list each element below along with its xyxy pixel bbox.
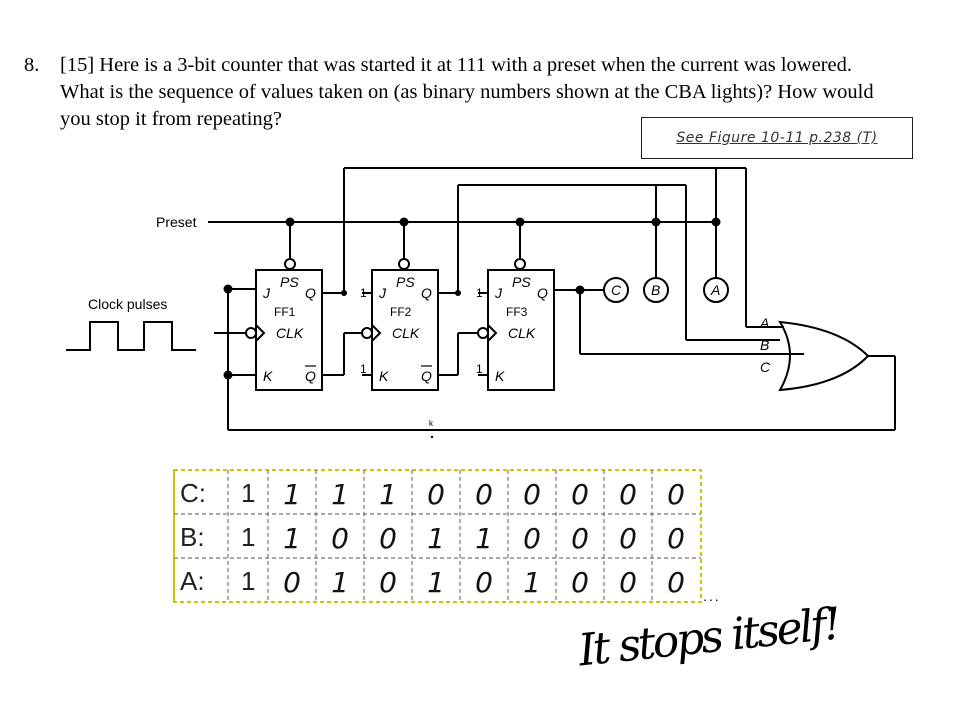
table-cell-value: 0 [619, 478, 637, 511]
ff2-k-label: K [379, 368, 389, 384]
question-number: 8. [24, 54, 40, 76]
ff2-clk-label: CLK [392, 325, 420, 341]
light-c-label: C [611, 282, 622, 298]
table-row-label: B: [180, 522, 205, 552]
table-cell-value: 0 [283, 566, 301, 599]
ff1-qbar-label: Q [305, 368, 316, 384]
table-continuation: ... [703, 588, 721, 604]
table-cell-value: 0 [619, 522, 637, 555]
gate-input-b-label: B [760, 337, 769, 353]
ff3-q-label: Q [537, 285, 548, 301]
ff2-ps-label: PS [396, 274, 415, 290]
ff2-k-one: 1 [360, 362, 367, 376]
table-cell-value: 0 [571, 522, 589, 555]
gate-input-a-label: A [759, 315, 769, 331]
table-cell-value: 0 [667, 566, 685, 599]
ff2-qbar-label: Q [421, 368, 432, 384]
table-initial-value: 1 [241, 522, 255, 552]
ff2-q-label: Q [421, 285, 432, 301]
ff1-ps-label: PS [280, 274, 299, 290]
table-cell-value: 1 [379, 478, 397, 511]
light-a-label: A [710, 282, 720, 298]
table-cell-value: 0 [571, 566, 589, 599]
ff3-k-label: K [495, 368, 505, 384]
clock-pulses-label: Clock pulses [88, 296, 167, 312]
table-cell-value: 0 [667, 478, 685, 511]
light-b-label: B [651, 282, 660, 298]
table-cell-value: 0 [475, 478, 493, 511]
ff3-j-one: 1 [476, 286, 483, 300]
ff1-k-label: K [263, 368, 273, 384]
ff2-j-label: J [378, 285, 387, 301]
table-cell-value: 0 [619, 566, 637, 599]
table-initial-value: 1 [241, 566, 255, 596]
table-cell-value: 0 [427, 478, 445, 511]
ff1-q-label: Q [305, 285, 316, 301]
ff1-clk-label: CLK [276, 325, 304, 341]
ff3-j-label: J [494, 285, 503, 301]
table-cell-value: 1 [331, 566, 349, 599]
question-text: [15] Here is a 3-bit counter that was st… [60, 54, 874, 130]
table-cell-value: 0 [379, 566, 397, 599]
table-cell-value: 1 [523, 566, 541, 599]
table-cell-value: 0 [379, 522, 397, 555]
table-cell-value: 1 [283, 478, 301, 511]
ff1-j-label: J [262, 285, 271, 301]
table-cell-value: 0 [523, 478, 541, 511]
table-cell-value: 0 [475, 566, 493, 599]
figure-reference: See Figure 10-11 p.238 (T) [641, 117, 913, 159]
tiny-mark: k [429, 419, 434, 428]
table-row-label: C: [180, 478, 206, 508]
table-cell-value: 1 [475, 522, 493, 555]
ff2-j-one: 1 [360, 286, 367, 300]
table-cell-value: 1 [427, 566, 445, 599]
table-cell-value: 0 [571, 478, 589, 511]
table-cell-value: 0 [523, 522, 541, 555]
table-cell-value: 0 [667, 522, 685, 555]
ff2-name: FF2 [390, 305, 412, 319]
preset-label: Preset [156, 214, 197, 230]
ff3-clk-label: CLK [508, 325, 536, 341]
ff3-k-one: 1 [476, 362, 483, 376]
ff1-name: FF1 [274, 305, 296, 319]
table-cell-value: 1 [427, 522, 445, 555]
gate-input-c-label: C [760, 359, 771, 375]
table-cell-value: 0 [331, 522, 349, 555]
table-cell-value: 1 [331, 478, 349, 511]
table-row-label: A: [180, 566, 205, 596]
ff3-name: FF3 [506, 305, 528, 319]
table-initial-value: 1 [241, 478, 255, 508]
table-cell-value: 1 [283, 522, 301, 555]
ff3-ps-label: PS [512, 274, 531, 290]
